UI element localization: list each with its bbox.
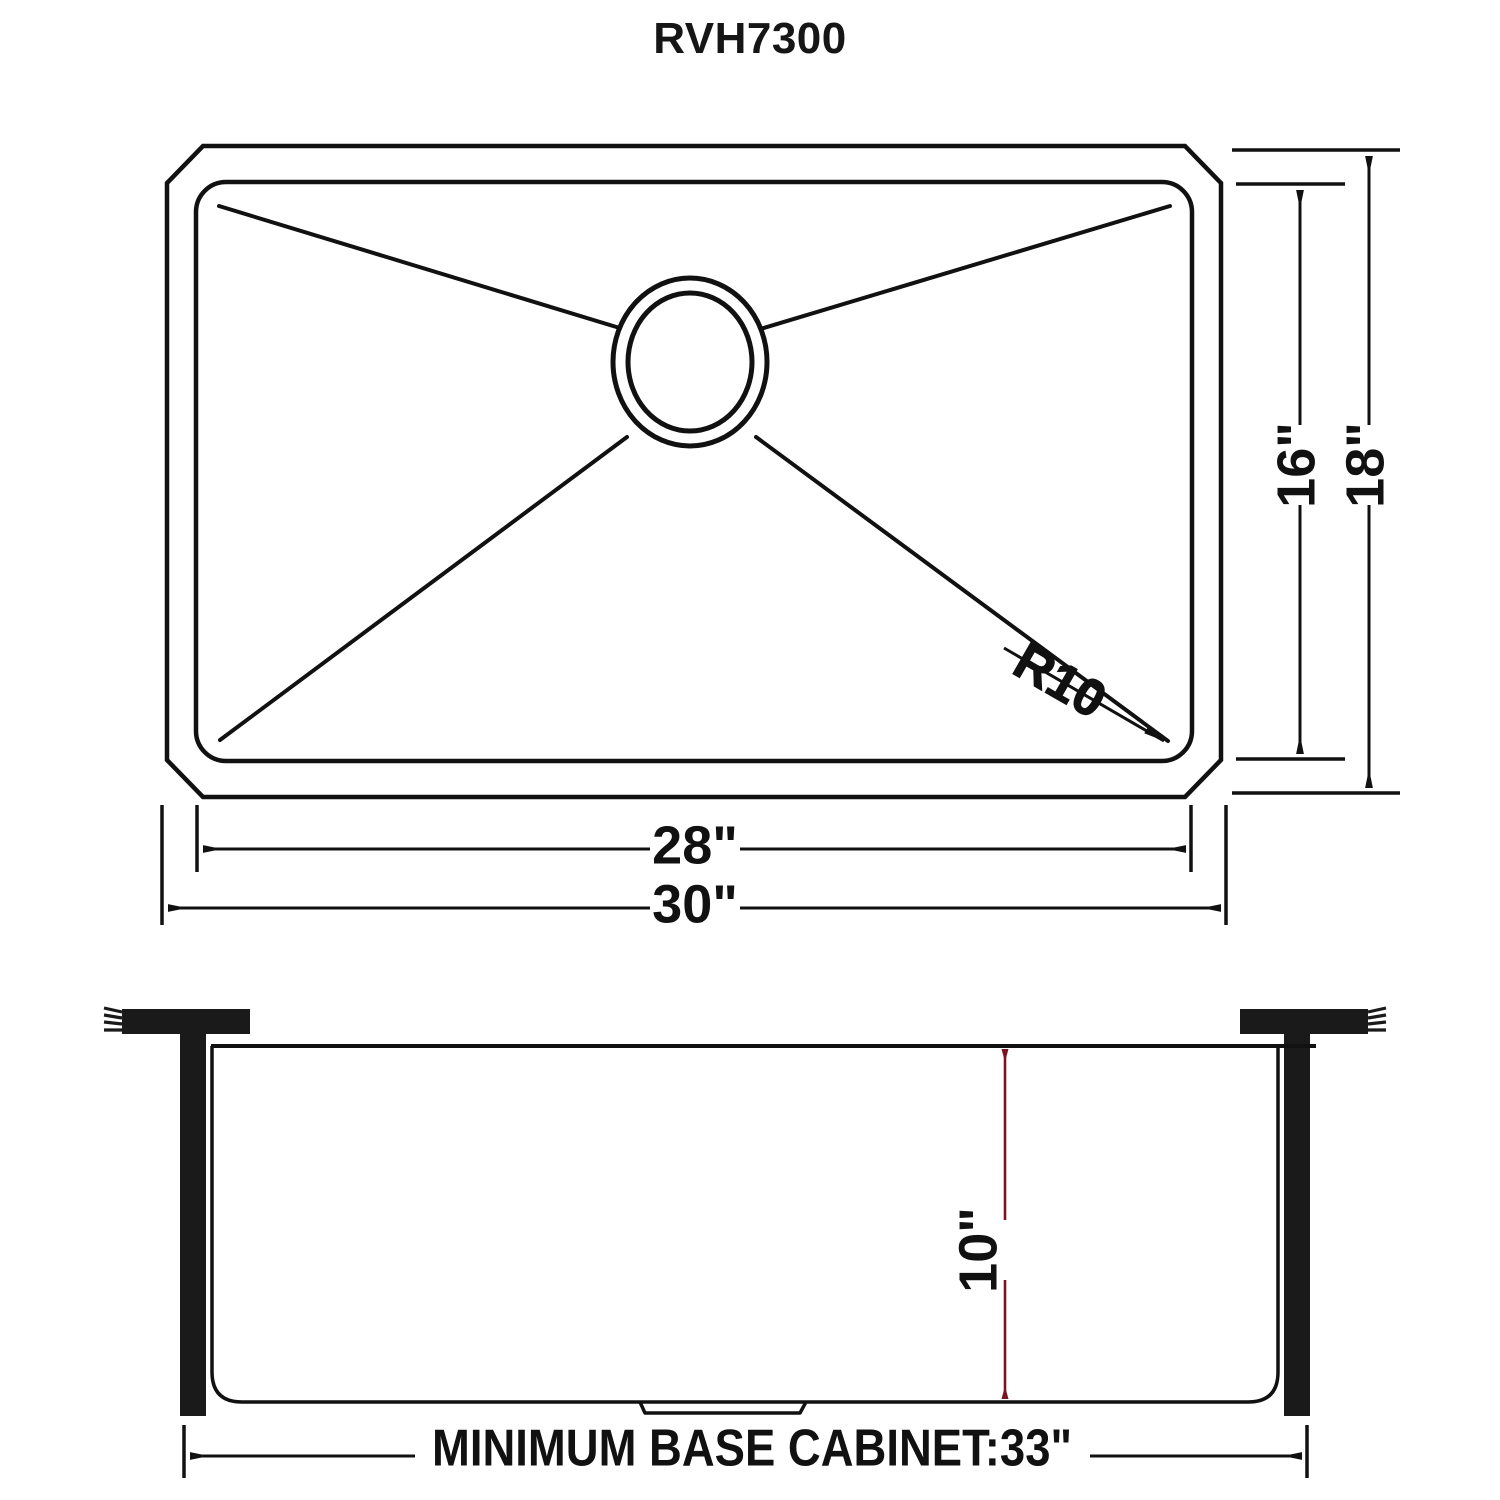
- r10-leader-line: [1003, 646, 1165, 743]
- slope-line-bottom-right: [754, 435, 1170, 743]
- base-cabinet-dimension-group: [182, 1425, 1309, 1478]
- horizontal-dimensions-group: [160, 805, 1228, 925]
- slope-line-top-left: [217, 204, 625, 331]
- top-view-group: R10 16" 18": [160, 143, 1400, 934]
- dim-label-16: 16": [1266, 422, 1326, 508]
- r10-label: R10: [1004, 632, 1116, 730]
- drain-bump: [638, 1401, 808, 1415]
- vertical-dimensions-group: [1232, 148, 1400, 795]
- depth-dimension-group: 10": [948, 1049, 1009, 1399]
- cabinet-wall-right: [1284, 1034, 1310, 1416]
- countertop-left: [103, 1006, 250, 1416]
- page-title: RVH7300: [653, 14, 847, 63]
- cabinet-wall-left: [180, 1034, 206, 1416]
- dim-label-18: 18": [1335, 422, 1395, 508]
- slope-line-top-right: [755, 204, 1172, 332]
- countertop-slab-right: [1240, 1009, 1368, 1034]
- section-view-group: 10" MINIMUM BASE CABINET:33": [103, 1006, 1387, 1478]
- base-cabinet-label: MINIMUM BASE CABINET:33": [432, 1420, 1072, 1478]
- basin-slope-lines: [217, 204, 1172, 743]
- hatch-marks-right: [1367, 1006, 1387, 1032]
- dim-label-28: 28": [652, 815, 738, 875]
- countertop-slab-left: [122, 1009, 250, 1034]
- sink-section-profile: [210, 1046, 1280, 1404]
- dim-label-30: 30": [652, 874, 738, 934]
- drain-inner-circle: [625, 290, 755, 434]
- r10-radius-callout: R10: [1003, 632, 1165, 743]
- dim-label-10: 10": [948, 1207, 1008, 1293]
- drain-opening: [610, 275, 770, 449]
- countertop-right: [1240, 1006, 1387, 1416]
- sink-inner-basin: [193, 179, 1195, 764]
- hatch-marks-left: [103, 1006, 123, 1032]
- slope-line-bottom-left: [218, 435, 629, 742]
- sink-outer-rim: [164, 143, 1224, 800]
